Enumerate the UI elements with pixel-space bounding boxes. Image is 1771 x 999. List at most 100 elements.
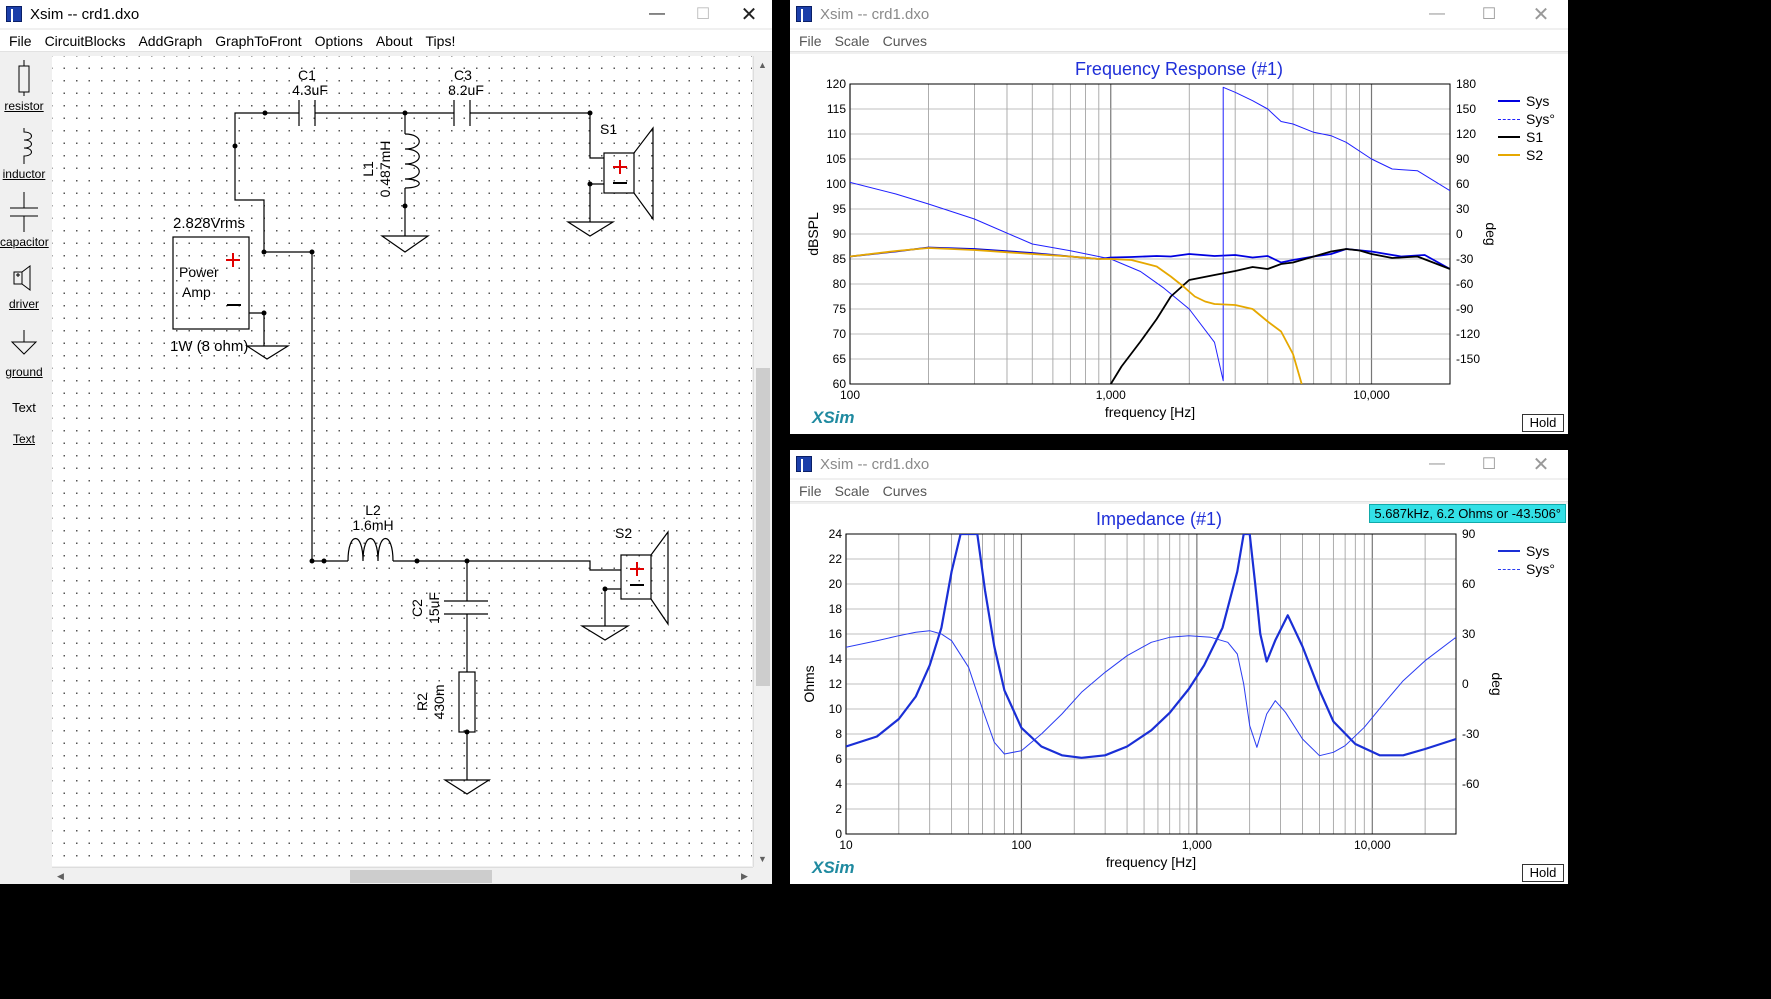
y-tick-label: 0 (835, 827, 842, 841)
menu-about[interactable]: About (375, 32, 413, 49)
minimize-icon[interactable]: — (649, 5, 665, 22)
y-tick-label: 2 (835, 802, 842, 816)
frequency-response-chart[interactable]: 6065707580859095100105110115120-150-120-… (790, 54, 1568, 434)
schematic-menubar: File CircuitBlocks AddGraph GraphToFront… (0, 30, 772, 52)
l1-name: L1 (360, 161, 376, 177)
schematic-titlebar[interactable]: Xsim -- crd1.dxo — ☐ ✕ (0, 0, 772, 28)
hold-button[interactable]: Hold (1522, 414, 1564, 432)
minimize-icon[interactable]: — (1429, 5, 1445, 22)
ground-symbol (380, 235, 430, 253)
y2-tick-label: -90 (1456, 302, 1474, 316)
palette-label: ground (5, 365, 43, 379)
horizontal-scrollbar[interactable]: ◀ ▶ (52, 867, 753, 884)
y-axis-label: Ohms (801, 665, 817, 702)
x-tick-label: 1,000 (1182, 838, 1212, 852)
imp-titlebar[interactable]: Xsim -- crd1.dxo — ☐ ✕ (790, 450, 1568, 478)
junction-dot (464, 729, 470, 735)
imp-legend: Sys Sys° (1498, 542, 1555, 578)
close-icon[interactable]: ✕ (1532, 3, 1550, 26)
y2-tick-label: -120 (1456, 327, 1480, 341)
y-tick-label: 95 (833, 202, 847, 216)
menu-circuitblocks[interactable]: CircuitBlocks (44, 32, 126, 49)
menu-options[interactable]: Options (314, 32, 363, 49)
menu-scale[interactable]: Scale (834, 32, 870, 49)
junction-dot (309, 558, 315, 564)
menu-scale[interactable]: Scale (834, 482, 870, 499)
close-icon[interactable]: ✕ (1532, 453, 1550, 476)
ground-symbol (442, 779, 492, 795)
palette-capacitor[interactable]: capacitor (0, 192, 49, 249)
legend-label: Sys (1526, 543, 1550, 559)
menu-curves[interactable]: Curves (882, 32, 927, 49)
palette-ground[interactable]: ground (0, 328, 48, 379)
imp-menubar: File Scale Curves (790, 480, 1568, 502)
maximize-icon[interactable]: ☐ (1481, 456, 1497, 473)
maximize-icon[interactable]: ☐ (1481, 6, 1497, 23)
scroll-left-icon[interactable]: ◀ (57, 871, 64, 881)
close-icon[interactable]: ✕ (740, 3, 758, 26)
menu-file[interactable]: File (799, 32, 822, 49)
r2-value: 430m (431, 684, 447, 719)
maximize-icon[interactable]: ☐ (695, 6, 711, 23)
palette-text-tool[interactable]: Text (0, 400, 48, 415)
scroll-right-icon[interactable]: ▶ (741, 871, 748, 881)
y-tick-label: 20 (829, 577, 843, 591)
amp-label-line2: Amp (182, 284, 211, 300)
y-tick-label: 75 (833, 302, 847, 316)
amp-label-line1: Power (179, 264, 219, 280)
l2-value: 1.6mH (352, 517, 393, 533)
y-tick-label: 65 (833, 352, 847, 366)
ground-symbol (565, 221, 616, 237)
junction-dot (232, 143, 238, 149)
xsim-app-icon (6, 6, 22, 22)
y-tick-label: 18 (829, 602, 843, 616)
series-sys-line (846, 534, 1456, 759)
wire (234, 146, 265, 252)
fr-menubar: File Scale Curves (790, 30, 1568, 52)
palette-inductor[interactable]: inductor (0, 128, 48, 181)
text-icon: Text (12, 400, 36, 415)
schematic-canvas[interactable]: C1 4.3uF C3 8.2uF L1 0.487mH S1 2.828Vrm… (52, 56, 752, 866)
horizontal-scroll-thumb[interactable] (350, 870, 492, 883)
window-title: Xsim -- crd1.dxo (820, 5, 930, 23)
menu-file[interactable]: File (799, 482, 822, 499)
vertical-scrollbar[interactable]: ▲ ▼ (753, 56, 772, 867)
x-tick-label: 10,000 (1354, 838, 1391, 852)
hold-button[interactable]: Hold (1522, 864, 1564, 882)
junction-dot (309, 249, 315, 255)
palette-resistor[interactable]: resistor (0, 60, 48, 113)
s2-name: S2 (615, 525, 632, 541)
y-tick-label: 10 (829, 702, 843, 716)
l1-value: 0.487mH (377, 141, 393, 198)
inductor-icon (23, 128, 32, 164)
ground-symbol (244, 345, 291, 360)
palette-driver[interactable]: driver (0, 262, 48, 311)
menu-graphtofront[interactable]: GraphToFront (215, 32, 302, 49)
y2-tick-label: 150 (1456, 102, 1476, 116)
x-axis-label: frequency [Hz] (1105, 404, 1195, 420)
y-tick-label: 60 (833, 377, 847, 391)
ground-symbol (579, 625, 631, 641)
series-sys-phase-line (850, 86, 1450, 382)
c2-name: C2 (409, 599, 425, 617)
palette-text[interactable]: Text (0, 432, 48, 446)
xsim-logo: XSim (812, 408, 855, 427)
c3-name: C3 (454, 67, 472, 83)
junction-dot (602, 586, 608, 592)
legend-swatch (1498, 550, 1520, 552)
minimize-icon[interactable]: — (1429, 455, 1445, 472)
menu-file[interactable]: File (9, 32, 32, 49)
vertical-scroll-thumb[interactable] (756, 368, 770, 686)
junction-dot (261, 249, 267, 255)
scroll-down-icon[interactable]: ▼ (758, 853, 767, 864)
wire (249, 312, 265, 346)
menu-addgraph[interactable]: AddGraph (138, 32, 203, 49)
y2-axis-label: deg (1489, 672, 1505, 695)
y-tick-label: 110 (827, 127, 846, 141)
menu-curves[interactable]: Curves (882, 482, 927, 499)
scroll-up-icon[interactable]: ▲ (758, 59, 767, 70)
fr-titlebar[interactable]: Xsim -- crd1.dxo — ☐ ✕ (790, 0, 1568, 28)
y2-tick-label: 90 (1462, 527, 1476, 541)
menu-tips[interactable]: Tips! (425, 32, 456, 49)
